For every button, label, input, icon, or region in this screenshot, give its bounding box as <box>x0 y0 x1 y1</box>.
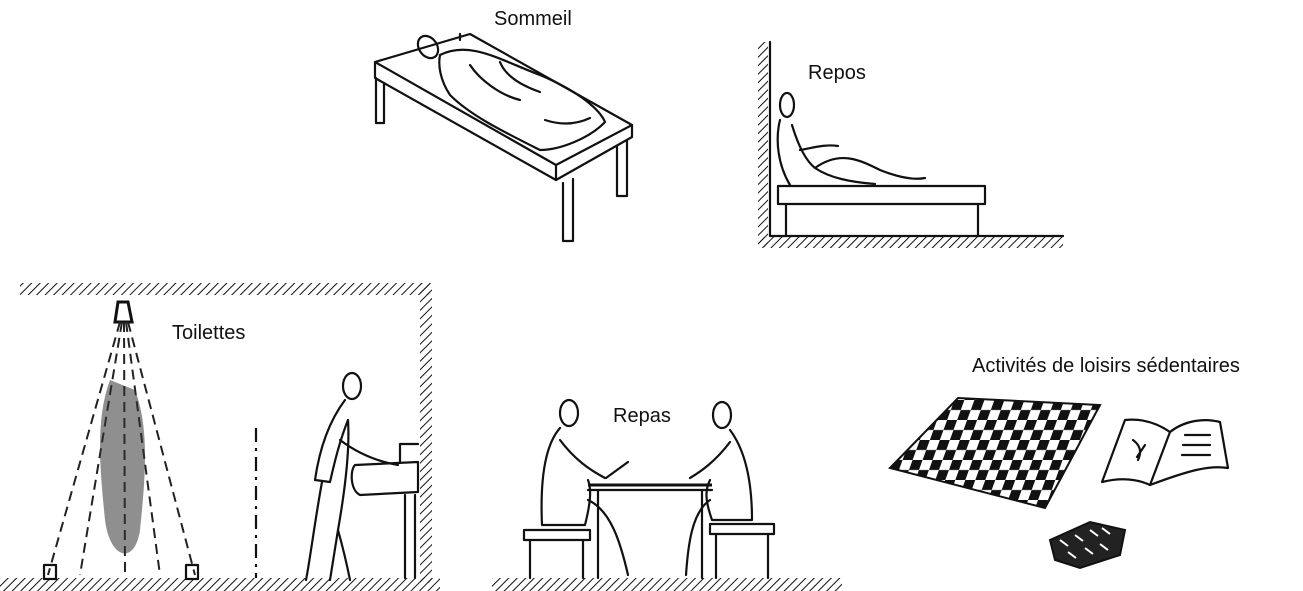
label-sommeil: Sommeil <box>494 8 572 31</box>
leisure-illustration <box>890 398 1228 568</box>
label-repos: Repos <box>808 62 866 85</box>
rest-bed-illustration <box>758 42 1063 248</box>
label-repas: Repas <box>613 405 671 428</box>
label-toilettes: Toilettes <box>172 322 245 345</box>
sleep-bed-illustration <box>375 32 632 241</box>
label-loisirs: Activités de loisirs sédentaires <box>972 355 1240 378</box>
meal-illustration <box>492 400 842 591</box>
